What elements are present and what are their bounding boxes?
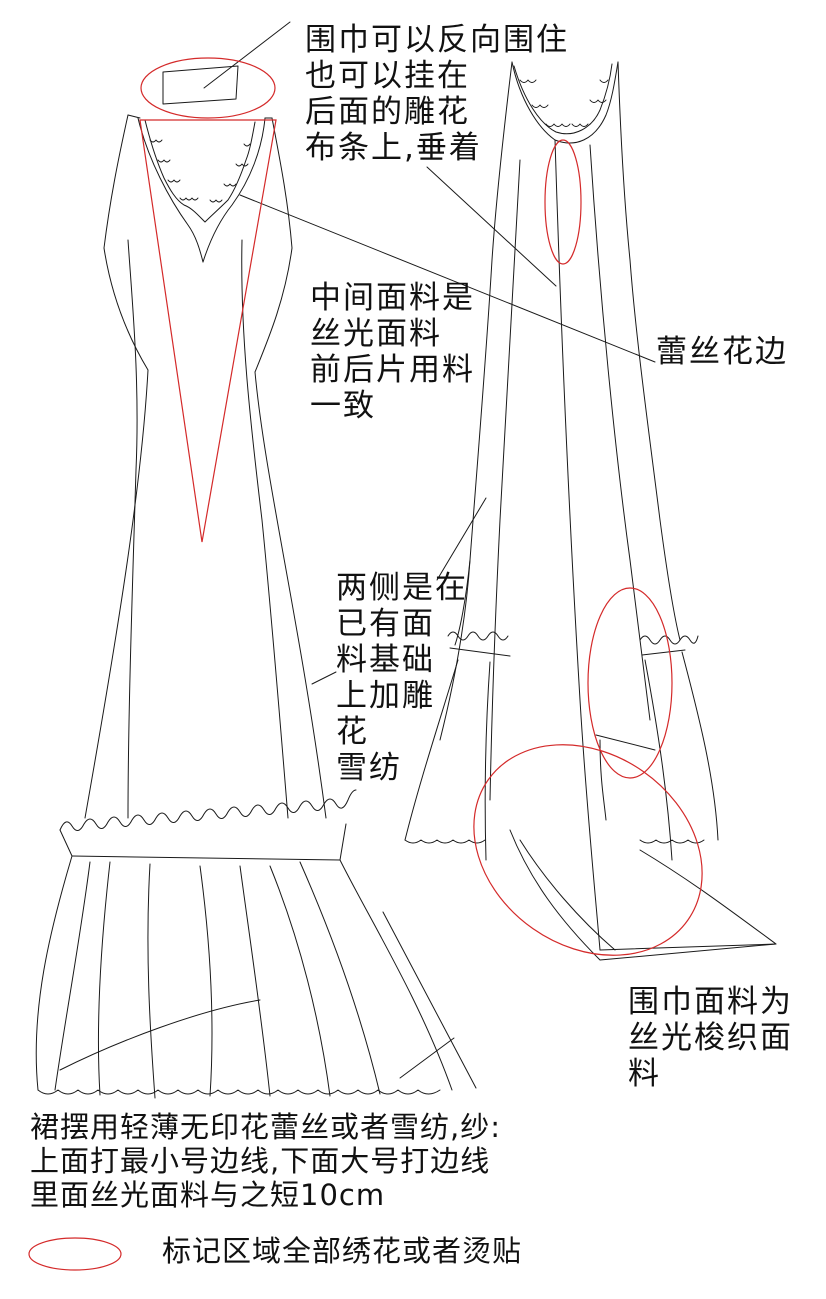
legend-label: 标记区域全部绣花或者烫贴 xyxy=(162,1234,523,1268)
scarf-note-line: 围巾可以反向围住 xyxy=(305,22,569,58)
mark-back-side-ellipse xyxy=(587,587,673,779)
mark-back-hem-ellipse xyxy=(473,744,703,956)
embroidery-marks xyxy=(28,57,703,1271)
side-note: 两侧是在 已有面 料基础 上加雕 花 雪纺 xyxy=(336,570,468,786)
side-note-line: 已有面 xyxy=(336,606,435,642)
scarf-note-line: 后面的雕花 xyxy=(305,94,470,130)
side-note-line: 料基础 xyxy=(336,642,435,678)
hem-note-line: 裙摆用轻薄无印花蕾丝或者雪纺,纱: xyxy=(30,1110,501,1144)
mark-back-neck-ellipse xyxy=(544,139,582,265)
scarf-fabric-note-line: 丝光梭织面 xyxy=(628,1020,793,1056)
fabric-note-line: 丝光面料 xyxy=(310,316,442,352)
scarf-fabric-note-line: 料 xyxy=(628,1056,661,1092)
hem-note-line: 上面打最小号边线,下面大号打边线 xyxy=(30,1144,491,1178)
scarf-note: 围巾可以反向围住 也可以挂在 后面的雕花 布条上,垂着 xyxy=(305,22,569,166)
fabric-note-line: 前后片用料 xyxy=(310,352,475,388)
scarf-note-line: 也可以挂在 xyxy=(305,58,470,94)
side-note-line: 雪纺 xyxy=(336,750,402,786)
side-note-line: 花 xyxy=(336,714,369,750)
scarf-fabric-note-line: 围巾面料为 xyxy=(628,984,793,1020)
lace-note: 蕾丝花边 xyxy=(656,334,788,370)
scarf-fabric-note: 围巾面料为 丝光梭织面 料 xyxy=(628,984,793,1092)
legend-marker xyxy=(28,1237,122,1271)
front-dress xyxy=(35,114,453,1099)
hem-note: 裙摆用轻薄无印花蕾丝或者雪纺,纱: 上面打最小号边线,下面大号打边线 里面丝光面… xyxy=(30,1110,501,1212)
fabric-note: 中间面料是 丝光面料 前后片用料 一致 xyxy=(310,280,475,424)
scarf-note-line: 布条上,垂着 xyxy=(305,130,482,166)
side-note-line: 上加雕 xyxy=(336,678,435,714)
back-dress xyxy=(404,61,777,961)
mark-scarf-ellipse xyxy=(140,57,276,119)
lace-note-line: 蕾丝花边 xyxy=(656,334,788,370)
fabric-note-line: 中间面料是 xyxy=(310,280,475,316)
hem-note-line: 里面丝光面料与之短10cm xyxy=(30,1178,386,1212)
side-note-line: 两侧是在 xyxy=(336,570,468,606)
leader-lines xyxy=(203,21,656,1089)
scarf-drawing xyxy=(162,65,239,105)
mark-front-triangle xyxy=(139,119,277,543)
fabric-note-line: 一致 xyxy=(310,388,376,424)
